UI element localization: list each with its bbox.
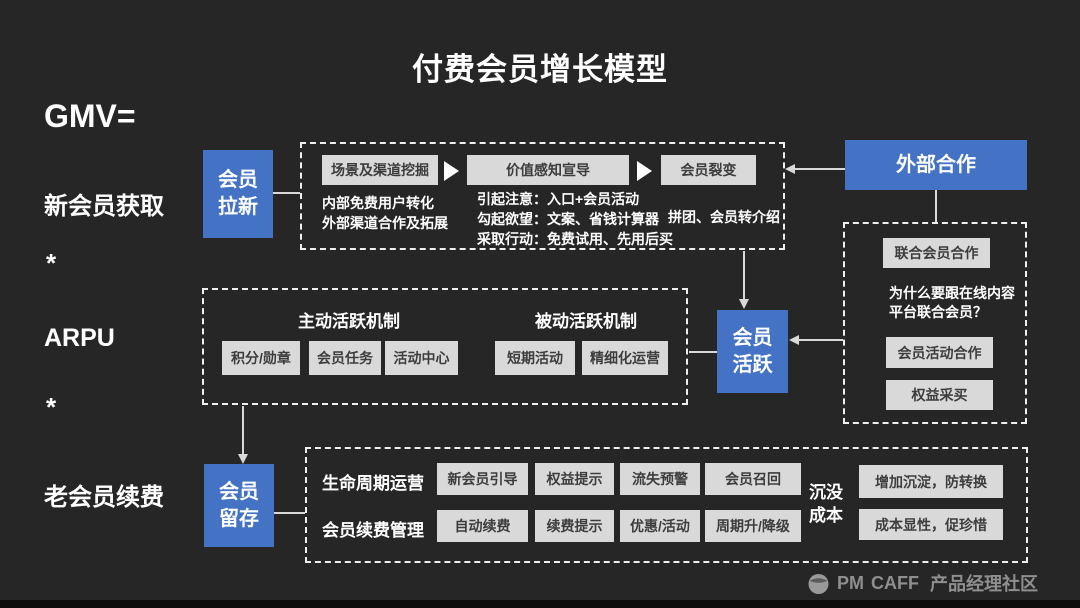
footer-brand: PM CAFF 产品经理社区 (807, 570, 1038, 596)
label-new-member-acquisition: 新会员获取 (44, 193, 164, 220)
node-member-active: 会员 活跃 (717, 310, 788, 393)
brand-community: 产品经理社区 (930, 574, 1038, 594)
connector-acquisition-to-panel (273, 192, 300, 194)
panel-active (202, 288, 688, 405)
step-note-scene: 内部免费用户转化 外部渠道合作及拓展 (322, 195, 448, 231)
step-scene-channel: 场景及渠道挖掘 (322, 155, 438, 185)
chip-auto-renewal: 自动续费 (437, 510, 528, 542)
chip-cycle-upgrade-downgrade: 周期升/降级 (705, 510, 801, 542)
connector-retention-to-panel (274, 512, 305, 514)
connector-active-panel-to-active (689, 351, 717, 353)
chip-short-term-activity: 短期活动 (495, 341, 575, 375)
step-value-perception: 价值感知宣导 (467, 155, 629, 185)
connector-active-panel-to-retention (242, 406, 244, 456)
chip-discount-activity: 优惠/活动 (620, 510, 700, 542)
step-note-value: 引起注意：入口+会员活动 勾起欲望：文案、省钱计算器 采取行动：免费试用、先用后… (477, 191, 673, 247)
panel-acquisition (300, 142, 785, 250)
label-sunk-cost: 沉没 成本 (809, 483, 843, 525)
panel-retention (305, 447, 1028, 563)
step-member-fission: 会员裂变 (661, 155, 756, 185)
chip-rights-purchase: 权益采买 (886, 380, 993, 410)
chip-joint-membership: 联合会员合作 (883, 238, 990, 268)
operator-asterisk-2: * (46, 392, 57, 422)
chip-new-member-guide: 新会员引导 (437, 463, 528, 495)
right-triangle-icon (637, 161, 652, 181)
header-passive-mechanism: 被动活跃机制 (535, 312, 637, 331)
label-arpu: ARPU (44, 324, 115, 352)
chip-cost-visibility: 成本显性，促珍惜 (859, 509, 1003, 540)
label-gmv: GMV= (44, 98, 136, 134)
panel-external (843, 222, 1027, 424)
label-renewal-management: 会员续费管理 (322, 521, 424, 540)
node-member-retention: 会员 留存 (204, 464, 274, 547)
chip-member-activity-coop: 会员活动合作 (886, 337, 993, 368)
label-lifecycle-operation: 生命周期运营 (322, 474, 424, 493)
brand-caff: CAFF (871, 572, 919, 593)
arrow-down-icon (238, 454, 248, 464)
arrow-left-icon (785, 164, 795, 174)
chip-churn-warning: 流失预警 (620, 463, 700, 495)
chip-member-task: 会员任务 (309, 341, 381, 375)
header-proactive-mechanism: 主动活跃机制 (298, 312, 400, 331)
bottom-bar (0, 600, 1080, 608)
arrow-left-icon (789, 335, 799, 345)
chip-member-recall: 会员召回 (705, 463, 801, 495)
operator-asterisk-1: * (46, 248, 57, 278)
connector-external-to-external-panel (935, 190, 937, 222)
step-note-fission: 拼团、会员转介绍 (668, 209, 780, 225)
chip-activity-center: 活动中心 (385, 341, 458, 375)
chip-renewal-reminder: 续费提示 (535, 510, 614, 542)
chip-rights-reminder: 权益提示 (535, 463, 614, 495)
connector-external-panel-to-active (797, 339, 843, 341)
external-question-note: 为什么要跟在线内容 平台联合会员？ (889, 285, 1015, 320)
page-title: 付费会员增长模型 (412, 52, 668, 87)
chip-refined-operation: 精细化运营 (582, 341, 668, 375)
node-member-acquisition: 会员 拉新 (203, 150, 273, 238)
label-old-member-renewal: 老会员续费 (44, 484, 164, 511)
connector-external-to-acquisition-panel (794, 168, 845, 170)
node-external-cooperation: 外部合作 (845, 140, 1027, 190)
coffee-cup-icon (807, 572, 830, 595)
connector-acquisition-panel-to-active (743, 251, 745, 301)
brand-pm: PM (837, 572, 864, 593)
chip-increase-deposit: 增加沉淀，防转换 (859, 465, 1003, 498)
chip-points-badge: 积分/勋章 (222, 341, 300, 375)
arrow-down-icon (739, 299, 749, 309)
right-triangle-icon (444, 161, 459, 181)
